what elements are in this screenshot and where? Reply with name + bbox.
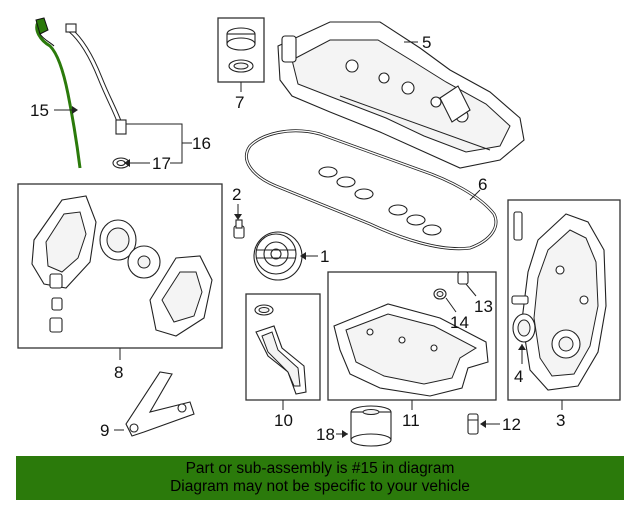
front-seal-part-4: [512, 313, 536, 343]
arrow-15: [72, 106, 78, 114]
box-3: [507, 199, 621, 401]
drain-plug-part-13: [457, 271, 469, 285]
dipstick-part-15[interactable]: [35, 17, 82, 169]
valve-cover-part-5: [277, 21, 525, 169]
oil-pan-part-11: [333, 303, 489, 397]
arrow-4: [518, 344, 526, 350]
callout-16: 16: [192, 134, 211, 153]
leader-6: [469, 189, 481, 201]
callout-13: 13: [474, 297, 493, 316]
strainer-part-10: [254, 304, 307, 395]
filler-cap-part-7: [226, 27, 256, 73]
callout-12: 12: [502, 415, 521, 434]
callout-18: 18: [316, 425, 335, 444]
callout-8: 8: [114, 363, 123, 382]
pulley-part-1: [253, 231, 303, 281]
banner-line-1: Part or sub-assembly is #15 in diagram: [185, 460, 455, 477]
arrow-2: [234, 214, 242, 220]
arrow-17: [124, 159, 130, 167]
info-banner: Part or sub-assembly is #15 in diagram D…: [16, 456, 624, 500]
oil-filter-part-18: [350, 405, 392, 447]
bolt-part-12: [467, 413, 479, 435]
dipstick-tube-part-16: [65, 23, 127, 135]
leader-13: [465, 283, 477, 297]
callout-6: 6: [478, 175, 487, 194]
callout-14: 14: [450, 313, 469, 332]
callout-4: 4: [514, 367, 523, 386]
oring-hole: [116, 159, 126, 167]
callout-10: 10: [274, 411, 293, 430]
bracket-part-9: [125, 371, 195, 437]
callout-17: 17: [152, 154, 171, 173]
drain-washer-part-14: [433, 288, 447, 300]
callout-9: 9: [100, 421, 109, 440]
callout-2: 2: [232, 185, 241, 204]
arrow-1: [300, 252, 306, 260]
callout-11: 11: [402, 411, 420, 430]
callout-5: 5: [422, 33, 431, 52]
bolt-part-2: [233, 219, 245, 239]
banner-line-2: Diagram may not be specific to your vehi…: [170, 478, 470, 495]
oil-pump-part-8: [31, 195, 213, 337]
parts-diagram: 15 16 17 7 5: [17, 17, 621, 447]
callout-15: 15: [30, 101, 49, 120]
callout-3: 3: [556, 411, 565, 430]
callout-7: 7: [235, 93, 244, 112]
arrow-12: [480, 420, 486, 428]
arrow-18: [342, 430, 348, 438]
timing-cover-part-3: [511, 211, 607, 391]
gasket-part-6: [244, 129, 498, 251]
leader-14: [445, 297, 457, 313]
callout-1: 1: [320, 247, 329, 266]
